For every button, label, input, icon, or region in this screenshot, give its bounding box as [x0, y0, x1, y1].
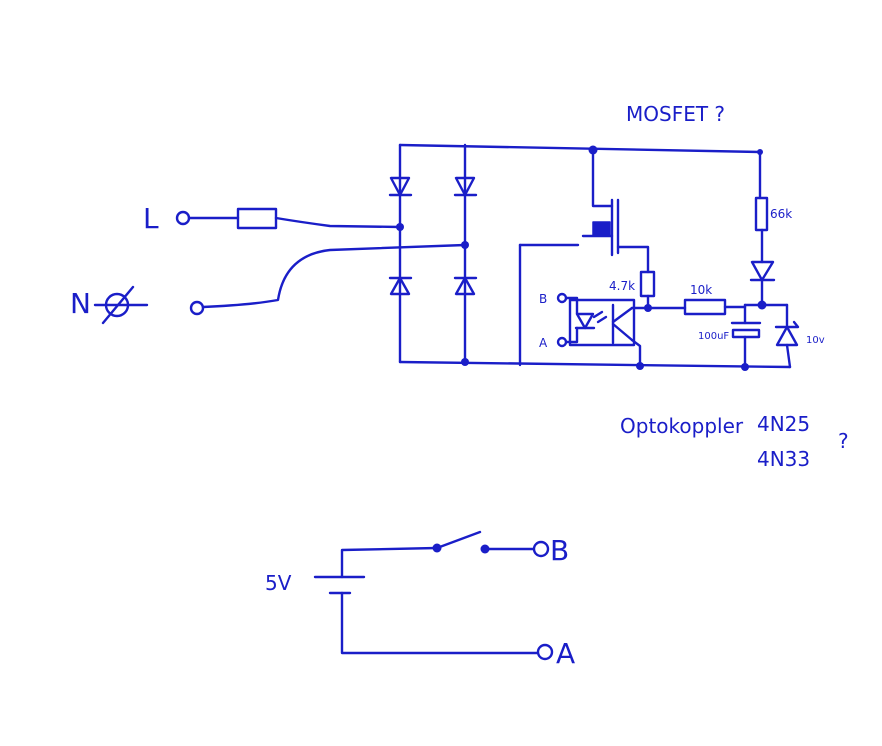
part-number-4n33: 4N33	[757, 447, 810, 471]
opto-terminal-b-label: B	[539, 292, 547, 306]
line-input: L	[143, 202, 402, 235]
battery-icon	[313, 575, 366, 595]
fuse-icon	[236, 207, 278, 230]
resistor-10k: 10k	[646, 283, 747, 316]
terminal-b-label: B	[550, 534, 569, 567]
opto-terminal-a-label: A	[539, 336, 548, 350]
line-terminal-label: L	[143, 202, 159, 235]
battery-switch-circuit: 5V B A	[265, 530, 575, 670]
neutral-terminal-icon	[189, 300, 205, 316]
crossed-ground-icon	[93, 285, 149, 325]
mosfet-label: MOSFET ?	[626, 102, 725, 126]
battery-label: 5V	[265, 571, 292, 595]
part-question-mark: ?	[838, 429, 849, 453]
series-66k-and-diode: 66k	[743, 149, 792, 310]
terminal-a-label: A	[556, 637, 575, 670]
resistor-4k7: 4.7k	[609, 270, 656, 310]
line-terminal-icon	[175, 210, 191, 226]
optocoupler-symbol: B A	[539, 292, 652, 370]
neutral-input: N	[70, 243, 467, 325]
terminal-b-icon	[532, 540, 550, 558]
capacitor-100uf: 100uF	[698, 303, 762, 371]
bridge-rectifier	[388, 143, 792, 369]
resistor-66k-label: 66k	[770, 207, 792, 221]
neutral-terminal-label: N	[70, 287, 91, 320]
optocoupler-note: Optokoppler	[620, 414, 744, 438]
terminal-a-icon	[536, 643, 554, 661]
switch-icon	[435, 530, 482, 550]
mosfet-symbol: MOSFET ?	[518, 102, 725, 367]
resistor-4k7-label: 4.7k	[609, 279, 635, 293]
zener-10v: 10v	[774, 303, 825, 369]
capacitor-label: 100uF	[698, 331, 729, 342]
resistor-10k-label: 10k	[690, 283, 712, 297]
zener-label: 10v	[806, 335, 825, 346]
part-number-4n25: 4N25	[757, 412, 810, 436]
optocoupler-notes: Optokoppler 4N25 4N33 ?	[620, 412, 849, 471]
